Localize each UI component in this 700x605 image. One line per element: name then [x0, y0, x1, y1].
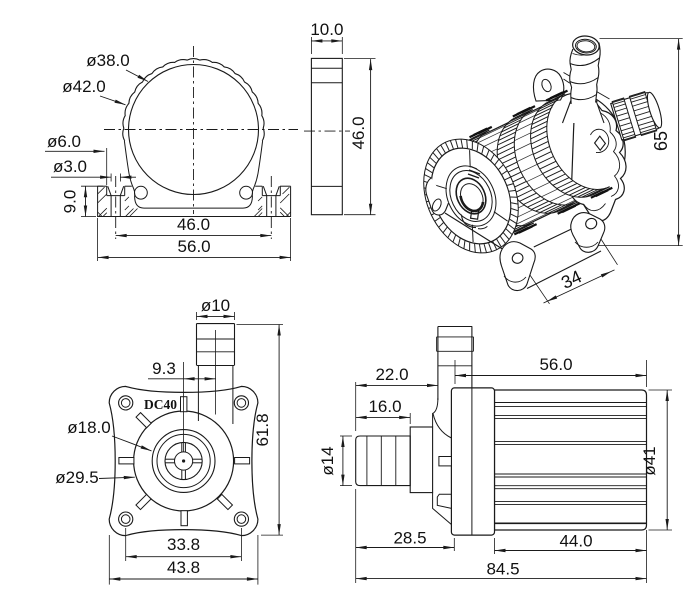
- svg-text:16.0: 16.0: [368, 397, 401, 416]
- svg-text:10.0: 10.0: [310, 20, 343, 39]
- svg-text:46.0: 46.0: [177, 215, 210, 234]
- svg-text:9.0: 9.0: [61, 190, 80, 214]
- svg-text:ø10: ø10: [201, 296, 230, 315]
- svg-text:ø41: ø41: [640, 446, 659, 475]
- svg-text:ø38.0: ø38.0: [86, 51, 129, 70]
- svg-text:46.0: 46.0: [349, 116, 368, 149]
- svg-text:ø29.5: ø29.5: [55, 468, 98, 487]
- svg-text:61.8: 61.8: [253, 413, 272, 446]
- svg-text:ø14: ø14: [318, 446, 337, 475]
- svg-text:44.0: 44.0: [559, 532, 592, 551]
- svg-text:43.8: 43.8: [167, 558, 200, 577]
- svg-text:22.0: 22.0: [375, 365, 408, 384]
- svg-text:56.0: 56.0: [178, 237, 211, 256]
- svg-text:ø42.0: ø42.0: [62, 77, 105, 96]
- svg-text:ø18.0: ø18.0: [67, 418, 110, 437]
- svg-text:65: 65: [651, 131, 671, 151]
- svg-text:84.5: 84.5: [486, 560, 519, 579]
- svg-text:9.3: 9.3: [152, 359, 176, 378]
- svg-text:ø6.0: ø6.0: [47, 132, 81, 151]
- svg-text:33.8: 33.8: [167, 535, 200, 554]
- svg-text:ø3.0: ø3.0: [53, 157, 87, 176]
- svg-text:DC40: DC40: [144, 397, 177, 412]
- svg-text:56.0: 56.0: [539, 355, 572, 374]
- svg-text:28.5: 28.5: [393, 529, 426, 548]
